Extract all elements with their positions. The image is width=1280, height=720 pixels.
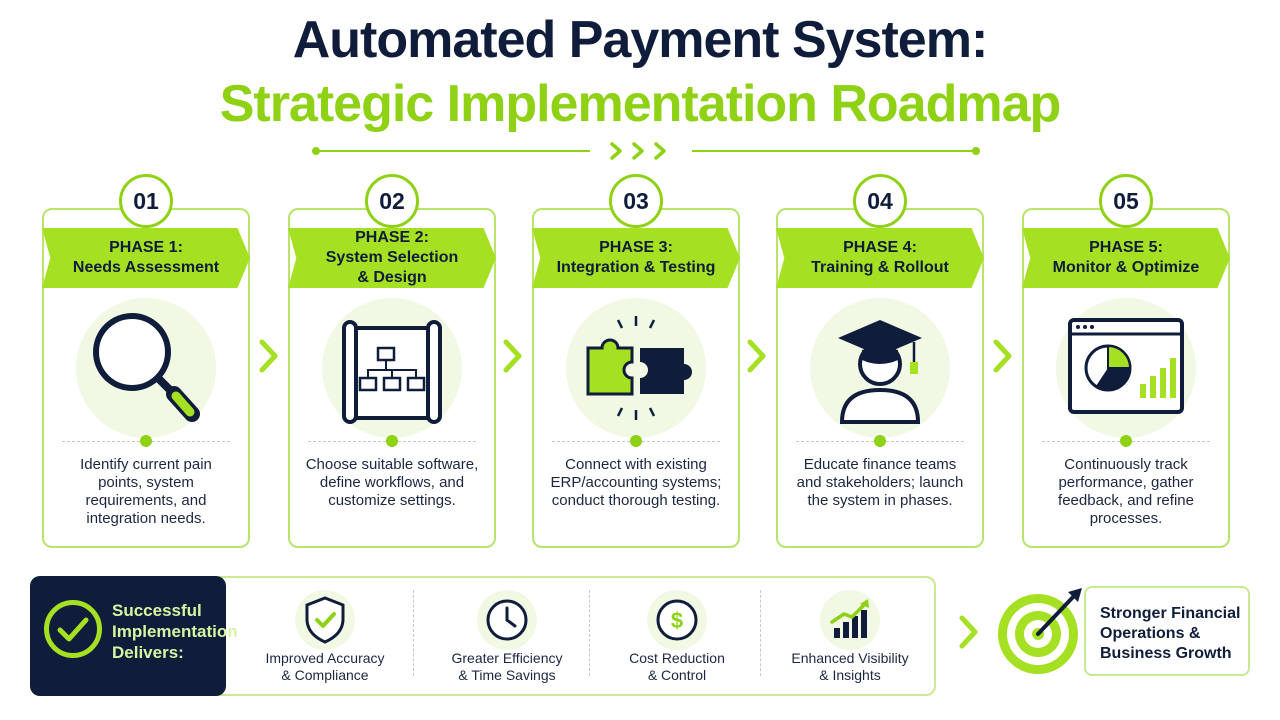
outcome-box: Stronger Financial Operations & Business…	[1084, 586, 1250, 676]
phase-banner-1: PHASE 1: Needs Assessment	[42, 228, 250, 288]
blueprint-icon	[342, 320, 442, 424]
phase-label: PHASE 2:	[355, 229, 429, 246]
phase-description-2: Choose suitable software, define workflo…	[305, 456, 479, 509]
phase-description-5: Continuously track performance, gather f…	[1058, 456, 1194, 527]
divider-dot	[1120, 435, 1132, 447]
benefit-label-line: & Insights	[819, 667, 881, 683]
dashboard-icon	[1068, 318, 1184, 414]
benefit-label-line: & Control	[647, 667, 707, 683]
benefit-label-line: & Compliance	[281, 667, 369, 683]
magnifier-icon	[93, 313, 200, 422]
benefit-label-line: Cost Reduction	[629, 650, 725, 666]
phase-label: PHASE 5:	[1089, 239, 1163, 256]
target-icon	[998, 588, 1082, 674]
phase-banner-3: PHASE 3: Integration & Testing	[532, 228, 740, 288]
benefit-separator	[589, 590, 590, 676]
delivers-box: Successful Implementation Delivers:	[30, 576, 238, 696]
delivers-line: Successful	[112, 601, 202, 620]
phase-label: PHASE 3:	[599, 239, 673, 256]
divider-dot	[140, 435, 152, 447]
chevron-right-icon	[747, 339, 766, 373]
phase-card-5: 05 PHASE 5: Monitor & Optimize Continuou…	[1022, 174, 1230, 548]
phase-icon-area-3	[566, 298, 706, 438]
growth-chart-icon	[830, 599, 869, 638]
phase-number-3: 03	[609, 174, 663, 228]
phase-icon-area-4	[810, 298, 950, 438]
phase-title: Needs Assessment	[72, 259, 220, 276]
benefit-label: Greater Efficiency & Time Savings	[422, 650, 592, 684]
chevron-right-icon	[993, 339, 1012, 373]
phase-card-2: 02 PHASE 2: System Selection & Design Ch…	[288, 174, 496, 548]
benefit-item-3: $ Cost Reduction & Control	[592, 590, 762, 690]
divider-dot	[630, 435, 642, 447]
title-line-1: Automated Payment System:	[292, 11, 989, 69]
benefit-label: Enhanced Visibility & Insights	[765, 650, 935, 684]
graduate-icon	[838, 320, 922, 424]
benefit-label: Cost Reduction & Control	[592, 650, 762, 684]
title-divider	[312, 142, 980, 160]
delivers-line: Delivers:	[112, 643, 184, 662]
phase-icon-area-1	[76, 298, 216, 438]
phase-banner-5: PHASE 5: Monitor & Optimize	[1022, 228, 1230, 288]
check-circle-icon	[44, 600, 102, 658]
benefit-item-1: Improved Accuracy & Compliance	[240, 590, 410, 690]
benefit-icon-area	[477, 590, 537, 650]
phase-description-1: Identify current pain points, system req…	[80, 456, 212, 527]
phase-card-4: 04 PHASE 4: Training & Rollout Educate f…	[776, 174, 984, 548]
chevron-right-icon	[259, 339, 278, 373]
benefit-icon-area	[820, 590, 880, 650]
phase-banner-2: PHASE 2: System Selection & Design	[288, 228, 496, 288]
dollar-icon: $	[656, 599, 698, 641]
phase-icon-area-5	[1056, 298, 1196, 438]
phase-label: PHASE 4:	[843, 239, 917, 256]
phase-label: PHASE 1:	[109, 239, 183, 256]
clock-icon	[486, 599, 528, 641]
puzzle-icon	[586, 316, 692, 420]
benefit-icon-area: $	[647, 590, 707, 650]
phase-description-4: Educate finance teams and stakeholders; …	[796, 456, 964, 509]
phase-description-3: Connect with existing ERP/accounting sys…	[550, 456, 722, 509]
divider-dot	[386, 435, 398, 447]
phase-title: Monitor & Optimize	[1052, 259, 1200, 276]
benefit-label-line: Enhanced Visibility	[791, 650, 909, 666]
outcome-line: Operations &	[1100, 625, 1201, 642]
phase-banner-4: PHASE 4: Training & Rollout	[776, 228, 984, 288]
benefit-icon-area	[295, 590, 355, 650]
delivers-line: Implementation	[112, 622, 238, 641]
phase-number-2: 02	[365, 174, 419, 228]
benefit-label-line: Improved Accuracy	[265, 650, 385, 666]
benefit-label-line: & Time Savings	[458, 667, 556, 683]
benefit-item-4: Enhanced Visibility & Insights	[765, 590, 935, 690]
divider-dot	[874, 435, 886, 447]
svg-text:$: $	[671, 608, 683, 633]
delivers-heading: Successful Implementation Delivers:	[112, 600, 238, 663]
chevron-right-icon	[503, 339, 522, 373]
phase-title: System Selection	[325, 249, 459, 266]
phase-title-cont: & Design	[357, 269, 427, 286]
benefit-label: Improved Accuracy & Compliance	[240, 650, 410, 684]
phase-number-1: 01	[119, 174, 173, 228]
phase-number-5: 05	[1099, 174, 1153, 228]
outcome-text: Stronger Financial Operations & Business…	[1100, 604, 1250, 664]
benefit-separator	[760, 590, 761, 676]
phase-title: Training & Rollout	[811, 259, 949, 276]
benefit-label-line: Greater Efficiency	[451, 650, 563, 666]
icon-backdrop	[820, 590, 880, 650]
outcome-line: Business Growth	[1100, 645, 1232, 662]
phase-card-1: 01 PHASE 1: Needs Assessment Identify cu…	[42, 174, 250, 548]
phase-icon-area-2	[322, 298, 462, 438]
phase-number-4: 04	[853, 174, 907, 228]
benefit-item-2: Greater Efficiency & Time Savings	[422, 590, 592, 690]
benefit-separator	[413, 590, 414, 676]
chevron-right-icon	[959, 615, 978, 649]
phase-title: Integration & Testing	[556, 259, 716, 276]
phase-card-3: 03 PHASE 3: Integration & Testing Connec…	[532, 174, 740, 548]
outcome-line: Stronger Financial	[1100, 605, 1241, 622]
title-line-2: Strategic Implementation Roadmap	[219, 75, 1062, 133]
shield-check-icon	[305, 596, 345, 644]
